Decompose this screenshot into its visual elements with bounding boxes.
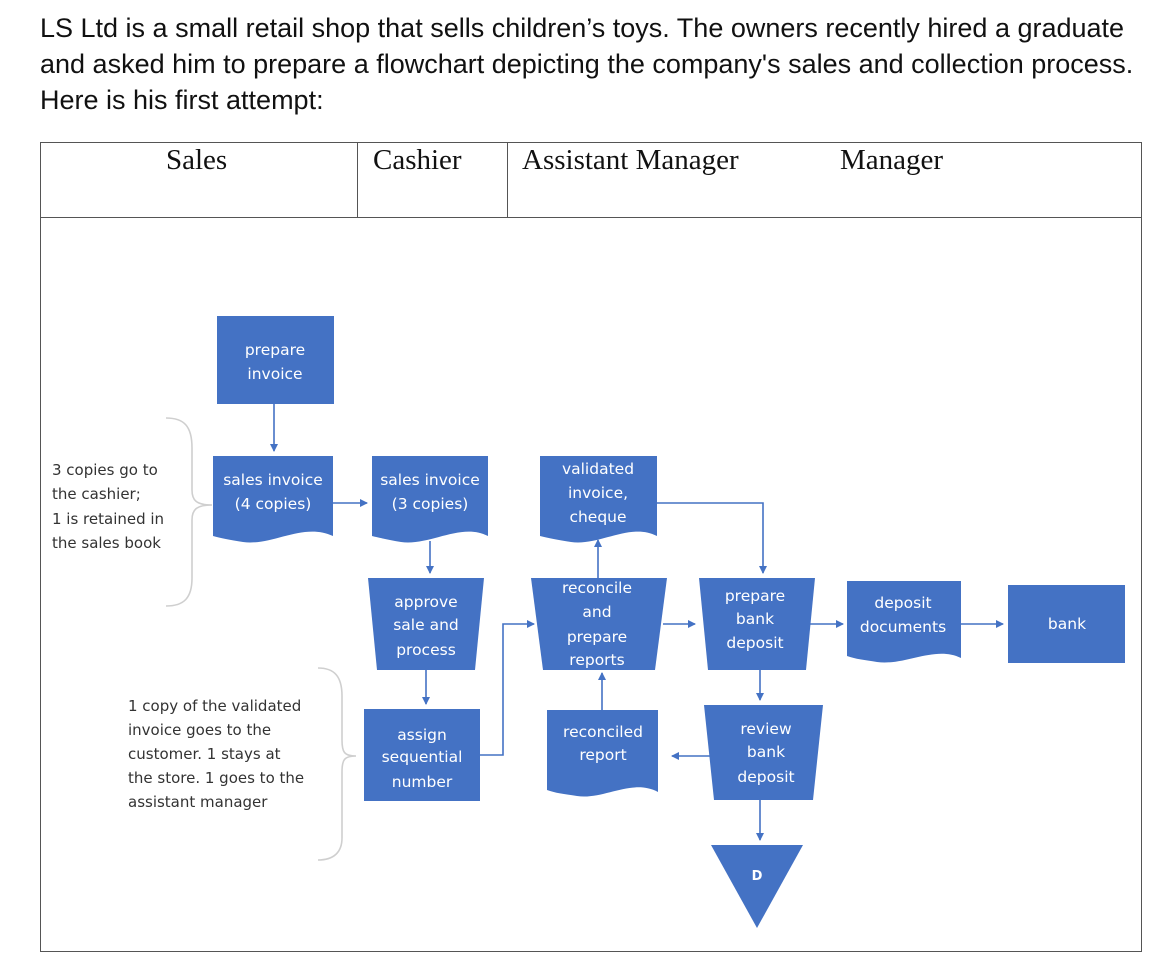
sales-invoice-4-label-2: (4 copies) (235, 495, 312, 513)
arrow-connector (657, 502, 767, 574)
lane-header-row (40, 142, 1142, 218)
approve-sale-label-3: process (396, 641, 456, 659)
validated-invoice-label-2: invoice, (568, 484, 628, 502)
arrow-connector (480, 620, 535, 756)
reconciled-report-label-2: report (579, 746, 626, 764)
prepare-deposit-label-3: deposit (726, 634, 783, 652)
deposit-documents-label-2: documents (860, 618, 946, 636)
lane-assistant-manager: Assistant Manager (522, 144, 739, 176)
assign-number-process (364, 709, 480, 801)
sales-invoice-4-document (213, 456, 333, 543)
lane-cashier: Cashier (373, 144, 462, 176)
validated-invoice-label-3: cheque (569, 508, 626, 526)
approve-sale-label-1: approve (394, 593, 457, 611)
prepare-deposit-manual-op (699, 578, 815, 670)
validated-note-line-2: invoice goes to the (128, 721, 271, 739)
validated-invoice-label-1: validated (562, 460, 634, 478)
reconcile-label-1: reconcile (562, 579, 632, 597)
assign-number-label-2: sequential (382, 748, 463, 766)
prepare-deposit-label-1: prepare (725, 587, 785, 605)
reconciled-report-label-1: reconciled (563, 723, 643, 741)
bank-label: bank (1048, 615, 1086, 633)
copies-brace (165, 417, 213, 607)
offline-storage-terminator (711, 845, 803, 928)
copies-note-line-3: 1 is retained in (52, 510, 164, 528)
review-deposit-manual-op (704, 705, 823, 800)
reconciled-report-document (547, 710, 658, 797)
sales-invoice-3-label-1: sales invoice (380, 471, 480, 489)
deposit-documents-label-1: deposit (874, 594, 931, 612)
flowchart-frame (40, 142, 1142, 952)
copies-note-line-2: the cashier; (52, 485, 141, 503)
approve-sale-manual-op (368, 578, 484, 670)
review-deposit-label-1: review (740, 720, 792, 738)
lane-divider (507, 142, 508, 218)
copies-note-line-4: the sales book (52, 534, 161, 552)
terminator-label: D (752, 869, 763, 884)
approve-sale-label-2: sale and (393, 616, 459, 634)
validated-note-line-1: 1 copy of the validated (128, 697, 301, 715)
copies-note-line-1: 3 copies go to (52, 461, 158, 479)
validated-brace (317, 667, 357, 861)
reconcile-label-3: prepare (567, 628, 627, 646)
lane-manager: Manager (840, 144, 944, 176)
prepare-invoice-label-2: invoice (247, 365, 302, 383)
review-deposit-label-2: bank (747, 743, 785, 761)
reconcile-label-2: and (582, 603, 611, 621)
validated-note-line-3: customer. 1 stays at (128, 745, 281, 763)
assign-number-label-1: assign (397, 726, 447, 744)
intro-text: LS Ltd is a small retail shop that sells… (40, 13, 1134, 115)
assign-number-label-3: number (392, 773, 453, 791)
reconcile-manual-op (531, 578, 667, 670)
lane-sales: Sales (166, 144, 228, 176)
prepare-invoice-label-1: prepare (245, 341, 305, 359)
prepare-invoice-process (217, 316, 334, 404)
validated-note-line-5: assistant manager (128, 793, 268, 811)
prepare-deposit-label-2: bank (736, 610, 774, 628)
review-deposit-label-3: deposit (737, 768, 794, 786)
validated-note-line-4: the store. 1 goes to the (128, 769, 304, 787)
lane-divider (357, 142, 358, 218)
sales-invoice-3-document (372, 456, 488, 543)
deposit-documents-document (847, 581, 961, 663)
sales-invoice-4-label-1: sales invoice (223, 471, 323, 489)
reconcile-label-4: reports (569, 651, 624, 669)
sales-invoice-3-label-2: (3 copies) (392, 495, 469, 513)
bank-process (1008, 585, 1125, 663)
validated-invoice-document (540, 456, 657, 543)
